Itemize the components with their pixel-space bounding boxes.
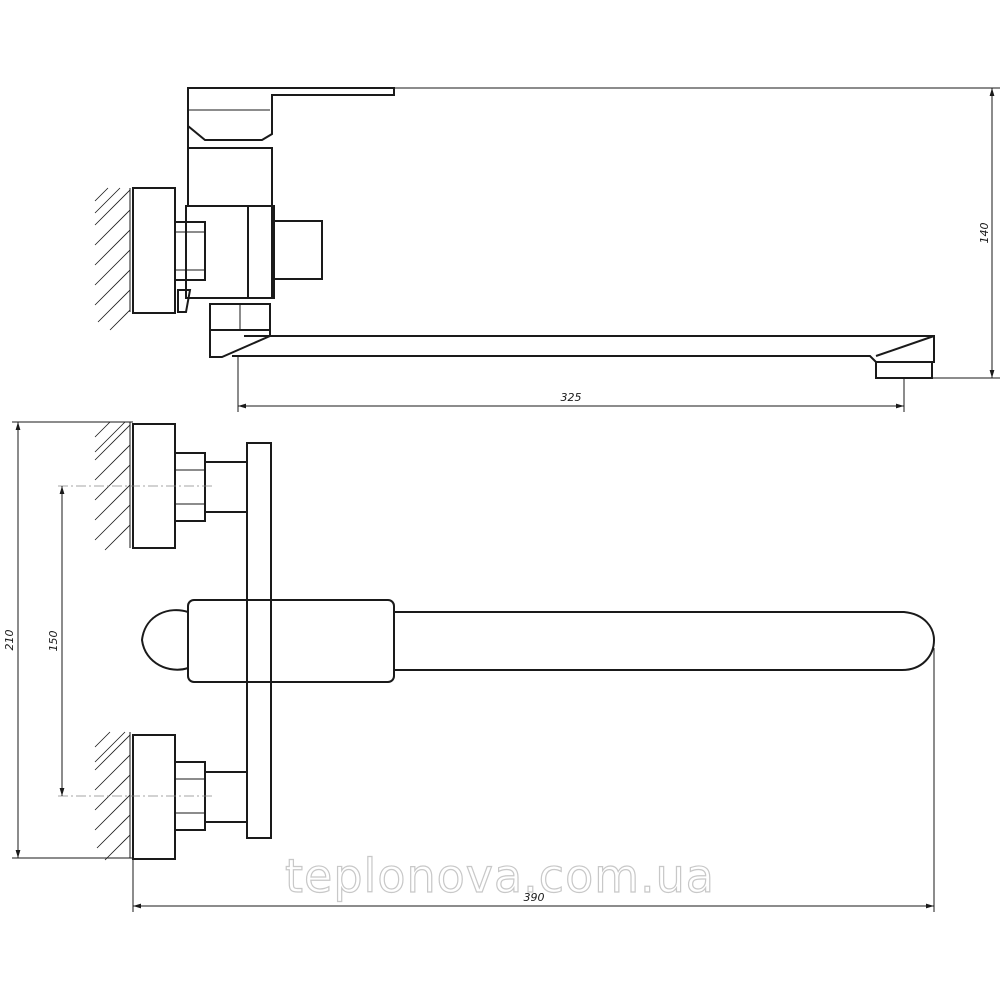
dim-inlet-spacing: 150	[47, 486, 65, 796]
dim-325-label: 325	[561, 391, 582, 404]
top-view: 210 150 390	[3, 421, 936, 912]
upper-hex-nut	[174, 452, 206, 522]
mixer-block	[185, 205, 275, 299]
cartridge-top	[187, 599, 395, 683]
lower-inlet-pipe	[204, 771, 248, 823]
wall-flange-side	[132, 187, 176, 314]
lever-top	[140, 609, 189, 671]
lower-flange	[132, 734, 176, 860]
wall-hatch-top-lower	[94, 731, 131, 861]
diverter-knob	[271, 220, 323, 280]
wall-hatch-top-upper	[94, 421, 131, 551]
dim-overall-length: 390	[132, 648, 935, 912]
dim-height-side: 140	[394, 87, 1000, 379]
spout-top	[394, 611, 936, 671]
upper-inlet-pipe	[204, 461, 248, 513]
dim-210-label: 210	[3, 630, 16, 651]
watermark: teplonova.com.ua	[285, 849, 715, 903]
cartridge-body	[187, 147, 273, 207]
dim-390-label: 390	[524, 891, 545, 904]
drain-pin	[177, 289, 192, 313]
dim-140-label: 140	[978, 223, 991, 244]
spout-arm-side	[232, 335, 935, 363]
dim-overall-height: 210	[3, 421, 133, 859]
lever-handle	[187, 87, 395, 141]
aerator	[875, 361, 933, 379]
dim-spout-reach: 325	[237, 357, 905, 412]
hex-nut-side	[174, 221, 206, 281]
side-view: 140 325	[94, 87, 1000, 412]
spout-base	[209, 329, 271, 358]
mixer-body-bar	[246, 442, 272, 839]
dim-150-label: 150	[47, 631, 60, 652]
wall-hatch-side	[94, 187, 131, 331]
